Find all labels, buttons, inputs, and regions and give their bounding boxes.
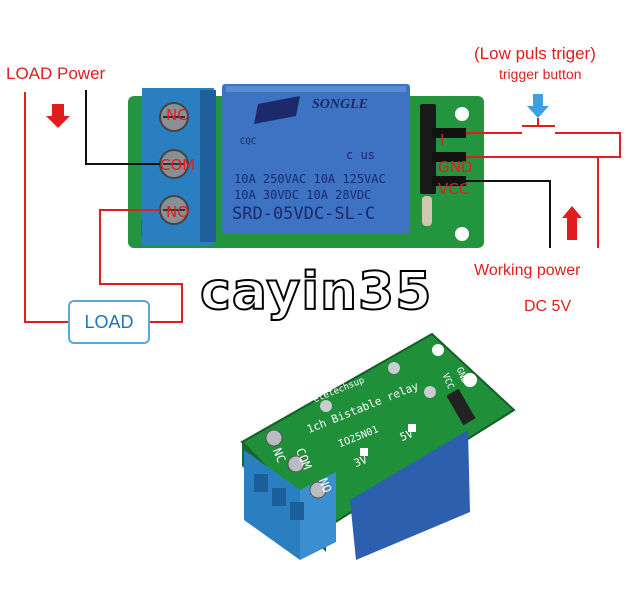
watermark: cayin35	[199, 261, 433, 323]
bottom-relay-body	[350, 430, 470, 560]
terminal-label-com: COM	[160, 156, 196, 174]
bottom-screw	[287, 455, 305, 473]
bottom-screw	[309, 481, 327, 499]
load-power-wire	[24, 92, 68, 323]
pin-header	[420, 104, 436, 194]
load-box-label: LOAD	[84, 311, 134, 332]
working-power-label: Working power	[474, 262, 581, 279]
com-wire	[85, 90, 160, 165]
load-box: LOAD	[68, 300, 150, 344]
songle-logo	[254, 96, 300, 124]
terminal-label-no: NO	[166, 203, 190, 221]
mounting-hole	[455, 107, 469, 121]
relay-cert-mark: c us	[346, 148, 375, 162]
mounting-hole	[455, 227, 469, 241]
trigger-button-label: trigger button	[499, 66, 582, 82]
bottom-screw	[265, 429, 283, 447]
arrow-up-icon	[562, 206, 582, 240]
wiring	[24, 90, 621, 323]
top-relay-module	[128, 84, 484, 248]
low-puls-triger-label: (Low puls triger)	[474, 44, 596, 63]
dc-5v-label: DC 5V	[524, 298, 572, 315]
relay-brand: SONGLE	[312, 97, 369, 112]
vcc-power-wire	[466, 180, 551, 248]
bottom-pad	[424, 386, 436, 398]
diode	[422, 196, 432, 226]
pin-label-i: I	[440, 131, 445, 149]
bottom-pad	[388, 362, 400, 374]
arrow-down-blue-icon	[527, 94, 549, 118]
bottom-relay-module	[240, 332, 516, 560]
bottom-pad	[432, 344, 444, 356]
bottom-pad	[320, 400, 332, 412]
no-wire	[99, 209, 183, 323]
arrow-down-icon	[46, 104, 70, 128]
relay-cqc-mark: CQC	[240, 137, 257, 147]
trigger-gnd-wire	[466, 132, 621, 158]
pin-label-gnd: GND	[438, 158, 473, 176]
relay-spec-line1: 10A 250VAC 10A 125VAC	[234, 172, 386, 186]
relay-model: SRD-05VDC-SL-C	[232, 204, 376, 224]
terminal-label-nc: NC	[166, 106, 188, 124]
relay-spec-line2: 10A 30VDC 10A 28VDC	[234, 188, 372, 202]
relay-body	[222, 84, 410, 234]
load-power-label: LOAD Power	[6, 64, 106, 83]
pin-label-vcc: VCC	[438, 180, 470, 198]
bottom-pin-header	[446, 388, 476, 426]
bottom-pad	[463, 373, 477, 387]
